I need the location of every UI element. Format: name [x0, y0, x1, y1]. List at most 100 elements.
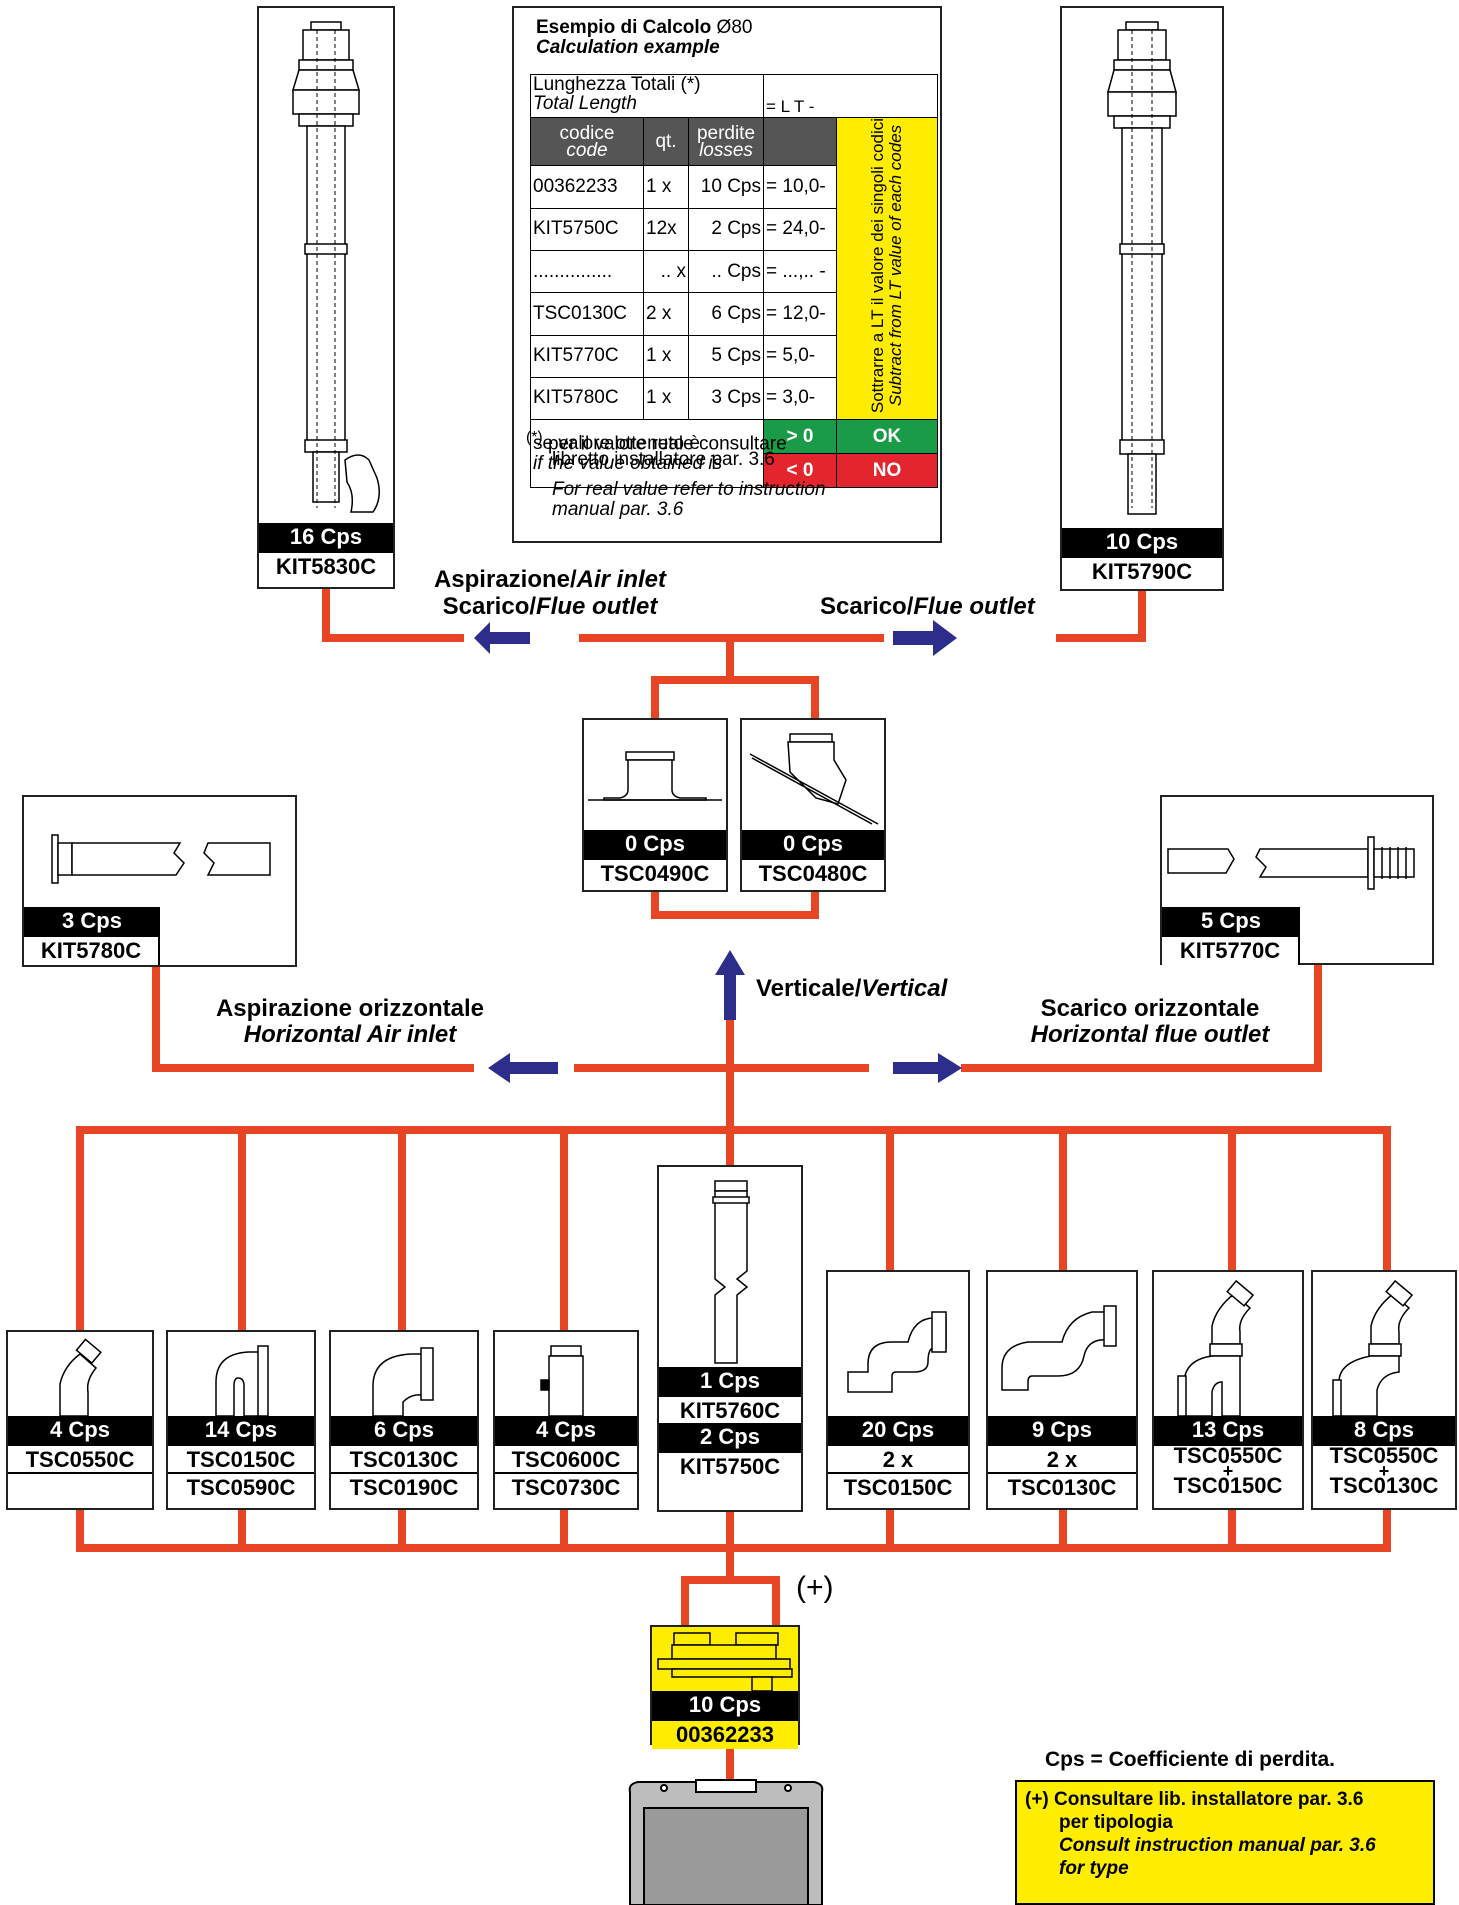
label-flue-right-it: Scarico/: [820, 593, 914, 620]
fitting-elbow-45-code: TSC0550C: [8, 1444, 152, 1474]
calc-diameter: Ø80: [716, 17, 753, 38]
fitting-combo-45-87[interactable]: 8 Cps TSC0550C + TSC0130C: [1311, 1270, 1457, 1510]
calc-length-cell: Lunghezza Totali (*) Total Length: [530, 74, 764, 118]
fitting-inspection-code2: TSC0730C: [495, 1472, 637, 1502]
roof-pitched[interactable]: 0 Cps TSC0480C: [740, 718, 886, 892]
fitting-elbow-90[interactable]: 14 Cps TSC0150C TSC0590C: [166, 1330, 316, 1510]
kit-top-left[interactable]: 16 Cps KIT5830C: [257, 6, 395, 589]
fitting-inspection[interactable]: 4 Cps TSC0600C TSC0730C: [493, 1330, 639, 1510]
adapter-cps: 10 Cps: [652, 1691, 798, 1719]
calc-row-loss: 5 Cps: [688, 334, 764, 378]
fitting-double-elbow-90-code: TSC0150C: [828, 1472, 968, 1502]
pipe-manifold-bottom: [76, 1506, 1391, 1552]
label-vertical-en: Vertical: [861, 975, 948, 1002]
pipe-manifold-drops: [76, 1126, 1391, 1349]
calc-row-result: = 24,0-: [763, 207, 837, 252]
calc-row-qty: 12x: [643, 207, 689, 252]
calc-ok: OK: [836, 419, 938, 455]
calc-side-note-text: Sottrarre a LT il valore dei singoli cod…: [868, 118, 905, 413]
calc-side-en: Subtract from LT value of each codes: [886, 124, 905, 407]
pipe-horiz-right: [961, 961, 1322, 1072]
roof-flat[interactable]: 0 Cps TSC0490C: [582, 718, 728, 892]
elbow-45-icon: [59, 1338, 102, 1416]
fitting-combo-45-90[interactable]: 13 Cps TSC0550C + TSC0150C: [1152, 1270, 1304, 1510]
legend-note-it-2: per tipologia: [1059, 1812, 1173, 1833]
kit-top-left-code: KIT5830C: [259, 551, 393, 581]
fitting-elbow-87-code2: TSC0190C: [331, 1472, 477, 1502]
calc-note-mark: (*): [526, 429, 543, 446]
fitting-combo-45-87-code2: TSC0130C: [1329, 1473, 1439, 1498]
adapter-kit[interactable]: 10 Cps 00362233: [650, 1625, 800, 1749]
calc-cond-it: se valore ottenuto è: [533, 432, 700, 454]
fitting-combo-45-90-code1: TSC0550C: [1173, 1444, 1283, 1468]
kit-horizontal-left[interactable]: 3 Cps KIT5780C: [22, 795, 297, 967]
fitting-combo-45-90-cps: 13 Cps: [1154, 1416, 1302, 1444]
kit-top-right[interactable]: 10 Cps KIT5790C: [1060, 6, 1224, 591]
pipe-roof-fork-bottom: [651, 888, 819, 919]
kit-horizontal-right[interactable]: 5 Cps KIT5770C: [1160, 795, 1434, 965]
calc-header-code-en: code: [566, 139, 608, 161]
calc-note-en-1: For real value refer to instruction: [552, 479, 826, 500]
calc-cond-en: if the value obtained is: [533, 452, 723, 474]
calc-table: Lunghezza Totali (*) Total Length = L T …: [530, 74, 938, 489]
fitting-inspection-cps: 4 Cps: [495, 1416, 637, 1444]
kit-horizontal-right-code: KIT5770C: [1162, 935, 1300, 965]
fitting-combo-45-87-plus: +: [1378, 1461, 1390, 1481]
calc-row-code: KIT5780C: [530, 376, 644, 421]
calc-note-it-2: libretto installatore par. 3.6: [552, 449, 775, 470]
vertical-terminal-icon: [1107, 21, 1177, 515]
calc-header-loss-en: losses: [699, 139, 753, 161]
fitting-double-elbow-90-cps: 20 Cps: [828, 1416, 968, 1444]
fitting-elbow-45[interactable]: 4 Cps TSC0550C: [6, 1330, 154, 1510]
calc-row-qty: 1 x: [643, 376, 689, 421]
label-horizontal-flue-en: Horizontal flue outlet: [1030, 1021, 1270, 1048]
kit-top-right-cps: 10 Cps: [1062, 528, 1222, 556]
calc-note-it-1: per il valore reale consultare: [547, 433, 787, 455]
label-flue-right-en: Flue outlet: [913, 593, 1035, 620]
fitting-elbow-87-cps: 6 Cps: [331, 1416, 477, 1444]
fitting-double-elbow-90[interactable]: 20 Cps 2 x TSC0150C: [826, 1270, 970, 1510]
calc-row-loss: 3 Cps: [688, 376, 764, 421]
label-horizontal-air-it: Aspirazione orizzontale: [215, 995, 485, 1022]
calc-note: (*) per il valore reale consultare: [526, 428, 787, 454]
fitting-extension[interactable]: 1 Cps KIT5760C 2 Cps KIT5750C: [657, 1165, 803, 1512]
calc-row-loss: .. Cps: [688, 250, 764, 294]
pipe-top-right: [1056, 574, 1146, 642]
kit-top-left-cps: 16 Cps: [259, 523, 393, 551]
fitting-double-elbow-87-qty: 2 x: [988, 1444, 1136, 1474]
legend-note-box: (+) Consultare lib. installatore par. 3.…: [1015, 1780, 1435, 1905]
elbow-90-icon: [215, 1345, 269, 1416]
calc-row-qty: 2 x: [643, 292, 689, 336]
fitting-elbow-87[interactable]: 6 Cps TSC0130C TSC0190C: [329, 1330, 479, 1510]
fitting-extension-code2: KIT5750C: [659, 1451, 801, 1481]
fitting-double-elbow-87[interactable]: 9 Cps 2 x TSC0130C: [986, 1270, 1138, 1510]
double-elbow-87-icon: [1001, 1305, 1117, 1391]
calc-side-note: Sottrarre a LT il valore dei singoli cod…: [836, 116, 938, 421]
fitting-combo-45-90-plus: +: [1222, 1461, 1234, 1481]
adapter-code: 00362233: [652, 1719, 798, 1749]
calc-row-loss: 10 Cps: [688, 165, 764, 209]
fitting-extension-cps1: 1 Cps: [659, 1367, 801, 1395]
fitting-combo-45-87-cps: 8 Cps: [1313, 1416, 1455, 1444]
roof-pitched-code: TSC0480C: [742, 858, 884, 888]
calc-row-code: KIT5770C: [530, 334, 644, 378]
fitting-inspection-code1: TSC0600C: [495, 1444, 637, 1474]
calc-row-qty: 1 x: [643, 165, 689, 209]
arrow-air-inlet: [474, 622, 530, 654]
arrow-flue-right: [893, 620, 957, 656]
roof-flat-code: TSC0490C: [584, 858, 726, 888]
label-horizontal-flue-it: Scarico orizzontale: [1040, 995, 1260, 1022]
fitting-combo-45-90-code2: TSC0150C: [1173, 1473, 1283, 1498]
roof-flat-cps: 0 Cps: [584, 830, 726, 858]
fitting-double-elbow-87-cps: 9 Cps: [988, 1416, 1136, 1444]
calc-note-en-2: manual par. 3.6: [552, 499, 684, 520]
horizontal-terminal-icon: [51, 834, 271, 884]
calc-row-loss: 2 Cps: [688, 207, 764, 252]
fitting-combo-45-87-codes: TSC0550C + TSC0130C: [1313, 1444, 1455, 1500]
